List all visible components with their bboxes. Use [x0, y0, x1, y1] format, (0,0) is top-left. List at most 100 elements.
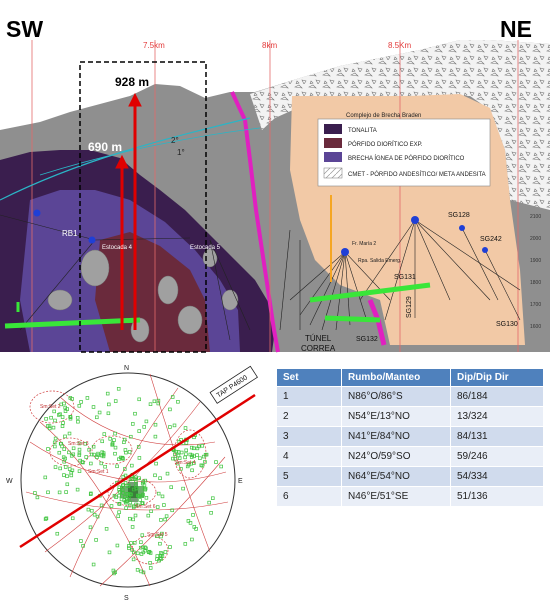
table-row: 3 N41°E/84°NO 84/131 — [277, 426, 544, 447]
pole-point — [135, 568, 140, 572]
pole-point — [153, 473, 157, 478]
pole-point — [126, 484, 130, 488]
pole-point — [89, 461, 93, 466]
pole-point — [63, 434, 67, 439]
pole-point — [55, 531, 60, 536]
pole-point — [143, 486, 148, 491]
pole-point — [141, 492, 145, 497]
site-label-estocada-5: Estocada 5 — [190, 245, 221, 251]
pole-point — [91, 405, 96, 409]
pole-point — [155, 557, 159, 561]
pole-point — [116, 514, 120, 518]
pole-point — [120, 488, 125, 492]
pole-point — [117, 510, 121, 514]
pole-point — [99, 503, 104, 508]
pole-point — [100, 453, 104, 458]
pole-point — [173, 456, 177, 461]
pole-point — [164, 514, 169, 518]
pole-point — [68, 415, 72, 419]
pole-point — [140, 501, 144, 505]
pole-point — [101, 451, 106, 455]
pole-point — [142, 483, 147, 487]
pole-point — [163, 517, 167, 522]
set-label-1: Sm:Set 1 — [88, 469, 109, 475]
pole-point — [77, 469, 82, 473]
pole-point — [61, 421, 65, 425]
pole-point — [137, 456, 142, 460]
pole-point — [59, 441, 63, 446]
pole-point — [177, 456, 182, 460]
set-label-3: Sm:Set 3 — [68, 441, 89, 447]
pole-point — [136, 493, 140, 498]
cell-rumbo-manteo: N46°E/51°SE — [341, 486, 451, 506]
pole-point — [155, 505, 160, 509]
pole-point — [115, 543, 120, 548]
pole-point — [127, 496, 131, 501]
pole-point — [120, 456, 125, 460]
km-label-8-5: 8.5Km — [388, 41, 411, 50]
pole-point — [147, 549, 152, 554]
pole-point — [57, 490, 62, 495]
station-dots — [33, 209, 488, 256]
pole-point — [121, 475, 126, 479]
pole-point — [105, 391, 110, 396]
pole-point — [137, 476, 141, 480]
pole-point — [77, 404, 82, 408]
pole-point — [192, 525, 197, 529]
pole-point — [122, 440, 126, 444]
pole-point — [102, 432, 107, 436]
pole-point — [181, 486, 185, 491]
set-label-5: Sm:Set 5 — [147, 532, 168, 538]
pole-point — [168, 545, 172, 549]
pole-point — [140, 493, 145, 498]
pole-point — [197, 444, 201, 449]
pole-point — [179, 438, 183, 442]
legend-label-andesite: CMET - PÓRFIDO ANDESÍTICO/ META ANDESITA — [348, 171, 486, 178]
pole-point — [204, 452, 209, 457]
pole-point — [81, 544, 85, 548]
pole-point — [81, 460, 85, 465]
station-label-sg242: SG242 — [480, 236, 502, 243]
pole-point — [136, 445, 141, 449]
pole-point — [113, 431, 117, 436]
pole-point — [192, 454, 196, 459]
pole-point — [62, 459, 66, 464]
pole-point — [159, 553, 163, 558]
cell-set: 2 — [277, 406, 342, 427]
table-row: 6 N46°E/51°SE 51/136 — [277, 486, 544, 506]
pole-point — [70, 516, 75, 521]
pole-point — [188, 521, 193, 525]
pole-point — [146, 550, 151, 555]
pole-point — [209, 511, 213, 515]
pole-point — [183, 426, 188, 430]
pole-point — [113, 445, 118, 450]
pole-point — [100, 439, 104, 444]
pole-point — [90, 508, 94, 513]
pole-point — [68, 416, 73, 421]
pole-point — [58, 466, 62, 471]
pole-point — [95, 415, 99, 420]
pole-point — [71, 452, 76, 457]
pole-point — [53, 465, 58, 469]
cell-rumbo-manteo: N86°O/86°S — [341, 386, 451, 407]
fault-label-2: 2° — [171, 136, 179, 145]
table-row: 2 N54°E/13°NO 13/324 — [277, 406, 544, 427]
pole-point — [97, 410, 102, 415]
pole-point — [110, 441, 115, 445]
pole-point — [152, 399, 157, 404]
pole-point — [214, 460, 218, 464]
set-contours — [29, 390, 207, 565]
pole-point — [141, 545, 145, 550]
pole-point — [116, 387, 121, 391]
pole-point — [127, 503, 132, 508]
tunnel-line-right — [309, 282, 431, 303]
pole-point — [194, 527, 198, 531]
cell-dip-dir: 86/184 — [450, 386, 544, 407]
level-label-690: 690 m — [88, 140, 122, 154]
table-row: 1 N86°O/86°S 86/184 — [277, 386, 544, 407]
pole-point — [62, 401, 66, 406]
pole-point — [71, 446, 76, 451]
stereonet-plot: N S E W Sm:Set 1 Sm:Set 2 Sm:Set 3 Sm:Se… — [6, 365, 258, 602]
pole-point — [129, 434, 133, 439]
pole-point — [171, 456, 175, 461]
